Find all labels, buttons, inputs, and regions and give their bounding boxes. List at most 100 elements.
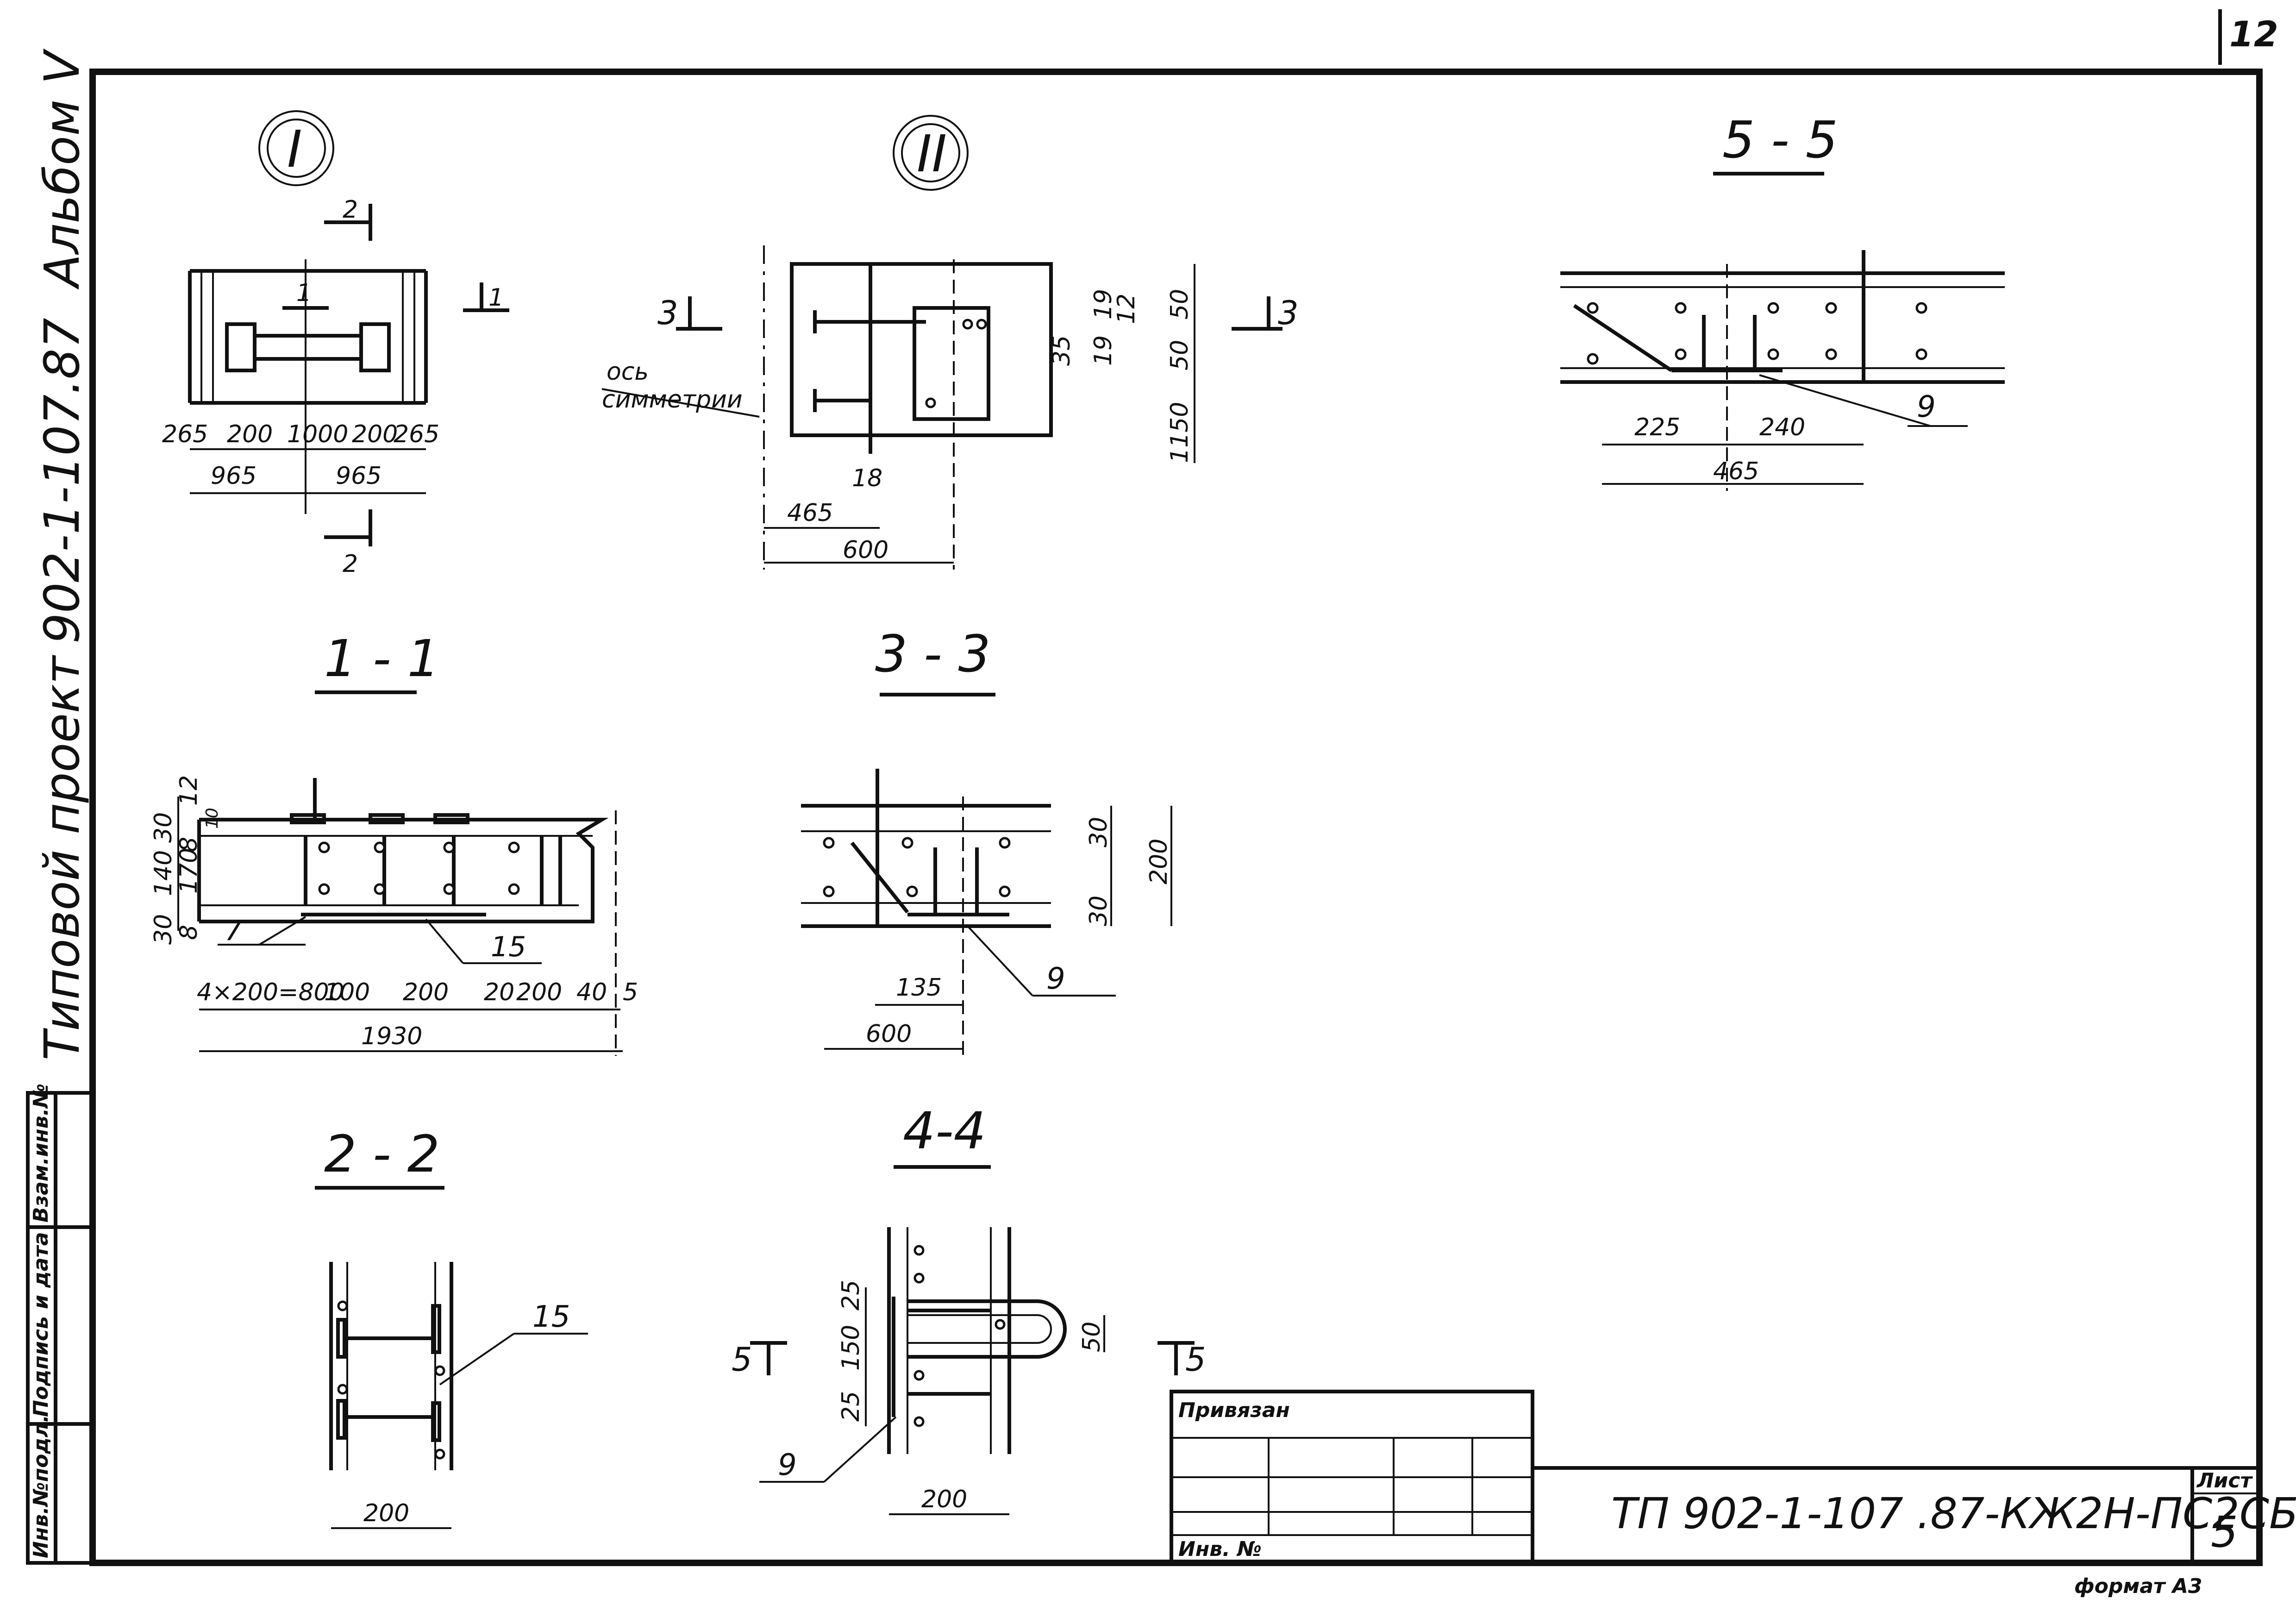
node-1-label: I [287, 119, 302, 179]
side-title: Типовой проект 902-1-107.87 Альбом V [34, 48, 90, 1060]
sec33-dim-600: 600 [866, 1020, 912, 1048]
sec33-dim-30-top: 30 [1085, 817, 1113, 847]
sec44-rebar-4 [913, 1416, 925, 1427]
sec11-dim-30-bottom: 30 [150, 914, 177, 945]
node-1-plan: I 2 1 1 265 200 1000 200 265 965 965 2 [162, 110, 509, 578]
sec11-plate-1 [290, 813, 326, 824]
sec33-callout-leader [967, 925, 1033, 997]
sec22-rebar-2 [337, 1384, 348, 1395]
sec33-rebar-6 [999, 885, 1011, 897]
title-block: Привязан Инв. № ТП 902-1-107 .87-КЖ2Н-ПС… [1170, 1390, 2296, 1598]
sec11-dim-30-top: 30 [150, 812, 177, 843]
sec11-callout-15-leader [425, 918, 464, 964]
sec55-callout-leader [1759, 374, 1931, 427]
sec22-rebar-1 [337, 1300, 348, 1311]
sec22-callout-15: 15 [532, 1300, 570, 1334]
side-title-album: Альбом V [34, 48, 90, 290]
sec11-dim-1930: 1930 [361, 1022, 422, 1050]
sec11-rebar-6 [374, 883, 386, 895]
plan2-dim-600: 600 [843, 536, 888, 564]
node-2-label: II [917, 124, 947, 183]
section-3-3-title: 3 - 3 [875, 624, 991, 683]
sec33-dim-135: 135 [896, 974, 942, 1002]
sec44-rebar-5 [995, 1319, 1006, 1330]
cut-2-top-label: 2 [343, 196, 358, 224]
sec22-plate-3 [431, 1304, 441, 1354]
sec44-rebar-3 [913, 1370, 925, 1381]
sec55-rebar-3 [1675, 302, 1687, 314]
plan1-dim-200-right: 200 [352, 420, 398, 448]
sec33-rebar-5 [999, 837, 1011, 849]
cut-1-right-label: 1 [488, 284, 504, 312]
node-1-circle-inner [267, 119, 326, 178]
sheet-corner-number: 12 [2229, 13, 2278, 55]
section-1-1: 1 - 1 12 30 140 170 30 8 8 10 [150, 629, 638, 1056]
plan2-slab-outline [790, 262, 1053, 437]
section-1-1-title: 1 - 1 [324, 629, 440, 688]
sec11-dim-200-b: 200 [516, 978, 562, 1006]
node-2-circle-outer [893, 115, 969, 191]
sec33-callout-9: 9 [1046, 962, 1065, 996]
node-2-circle-inner [901, 123, 960, 182]
sec55-rebar-7 [1825, 302, 1837, 314]
sec55-dim-465: 465 [1713, 458, 1759, 485]
sec33-rebar-2 [823, 885, 835, 897]
cut-3-left-label: 3 [657, 294, 678, 332]
sec11-callout-7: 7 [225, 915, 242, 947]
section-4-4: 4-4 25 150 25 50 5 5 9 200 [732, 1101, 1206, 1515]
plan2-bolt-1 [962, 319, 973, 330]
plan2-dim-19-top: 19 [1089, 289, 1117, 320]
sec11-rebar-3 [443, 841, 455, 853]
section-5-5: 5 - 5 9 225 240 465 [1560, 110, 2005, 491]
section-4-4-title: 4-4 [903, 1101, 986, 1160]
section-2-2: 2 - 2 15 200 [315, 1124, 588, 1529]
sec11-rebar-5 [318, 883, 330, 895]
plan1-dim-265-left: 265 [162, 420, 208, 448]
sec11-outline [199, 818, 609, 923]
sec11-plate-2 [369, 813, 405, 824]
sec11-plate-3 [433, 813, 469, 824]
sec11-dim-4x200: 4×200=800 [197, 978, 344, 1006]
sec55-rebar-2 [1587, 353, 1599, 365]
sec22-rebar-4 [434, 1448, 445, 1460]
sec55-dim-225: 225 [1634, 414, 1680, 441]
plan2-dim-19-mid: 19 [1089, 335, 1117, 366]
plan2-dim-465: 465 [787, 499, 833, 527]
sec11-dim-20: 20 [484, 978, 514, 1006]
sec44-dim-25-top: 25 [837, 1280, 865, 1310]
sec11-callout-15: 15 [491, 931, 526, 963]
node-1-circle-outer [258, 110, 334, 186]
plan1-dim-965-left: 965 [211, 462, 257, 490]
plan2-dim-18: 18 [852, 464, 882, 492]
sec11-dim-140: 140 [150, 850, 177, 896]
plan2-bolt-2 [976, 319, 987, 330]
sec44-dim-150: 150 [837, 1325, 865, 1371]
sec33-dim-200: 200 [1145, 839, 1173, 884]
side-title-project-code: 902-1-107.87 [34, 318, 90, 644]
side-stamp-vzam-inv: Взам.инв.№ [29, 1084, 53, 1223]
section-5-5-title: 5 - 5 [1722, 110, 1838, 169]
sec22-dim-200: 200 [363, 1499, 409, 1527]
sheet-format: формат А3 [2074, 1574, 2202, 1598]
sec22-rebar-3 [434, 1365, 445, 1376]
sec11-dim-12: 12 [175, 775, 203, 806]
sec11-rebar-8 [508, 883, 520, 895]
cut-1-inner-label: 1 [296, 279, 312, 307]
sec22-callout-leader [439, 1333, 515, 1386]
plan2-dim-12: 12 [1113, 294, 1140, 324]
plan1-dim-200-left: 200 [227, 420, 273, 448]
sec55-diagonal-bar [1573, 304, 1673, 372]
sec22-plate-4 [431, 1401, 441, 1442]
sec11-rebar-2 [374, 841, 386, 853]
sec11-dim-100: 100 [324, 978, 370, 1006]
plan2-bolt-3 [925, 397, 936, 408]
side-stamp-podpis-data: Подпись и дата [29, 1232, 53, 1417]
plan1-dim-265-right: 265 [394, 420, 439, 448]
sec22-plate-2 [336, 1399, 346, 1440]
sec33-rebar-1 [823, 837, 835, 849]
section-3-3: 3 - 3 30 200 30 9 135 600 [801, 624, 1173, 1056]
sec55-rebar-9 [1915, 302, 1927, 314]
sec11-dim-200-a: 200 [403, 978, 449, 1006]
side-stamp-inv-podl: Инв.№подл. [29, 1415, 53, 1558]
